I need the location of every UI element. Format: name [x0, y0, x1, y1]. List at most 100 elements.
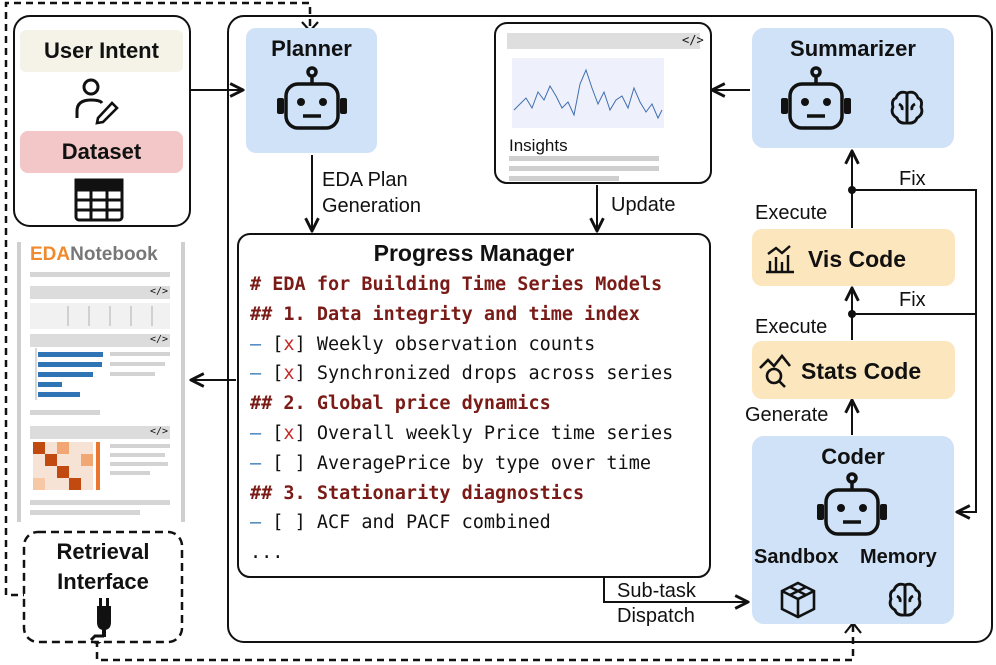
pm-checkbox-close: ]	[294, 422, 317, 444]
pm-checkbox-open: [	[261, 452, 284, 474]
notebook-brand-suffix: Notebook	[70, 244, 158, 265]
notebook-panel	[17, 242, 185, 522]
execute-label-mid: Execute	[755, 316, 828, 338]
pm-checkbox-mark: x	[283, 422, 295, 444]
retrieval-interface-card	[22, 530, 184, 644]
pm-task-dash: –	[250, 422, 262, 444]
memory-label: Memory	[860, 546, 937, 568]
planner-title: Planner	[271, 36, 352, 61]
summarizer-title: Summarizer	[790, 36, 916, 61]
retrieval-line: Interface	[57, 569, 149, 594]
pm-task-text: Overall weekly Price time series	[316, 422, 674, 444]
pm-line: ## 2. Global price dynamics	[250, 389, 705, 419]
pm-checkbox-close: ]	[294, 452, 317, 474]
pm-heading: ## 2. Global price dynamics	[250, 393, 551, 415]
pm-ellipsis: ...	[250, 542, 284, 564]
progress-manager-card	[237, 233, 711, 578]
pm-checkbox-mark	[283, 512, 294, 533]
plug-icon	[89, 598, 111, 642]
arrow-fix-1	[852, 189, 977, 512]
pm-checkbox-open: [	[261, 333, 284, 355]
pm-task-text: ACF and PACF combined	[316, 512, 551, 534]
pm-task-dash: –	[250, 452, 262, 474]
edge-label-line: Generation	[322, 195, 421, 217]
robot-icon	[817, 472, 887, 536]
pm-heading: # EDA for Building Time Series Models	[250, 274, 663, 295]
retrieval-line: Retrieval	[56, 539, 150, 564]
coder-title: Coder	[821, 444, 885, 469]
pm-line: – [x] Overall weekly Price time series	[250, 419, 705, 449]
pm-checkbox-mark	[283, 453, 294, 474]
pm-line: # EDA for Building Time Series Models	[250, 270, 705, 300]
user-intent-label: User Intent	[44, 38, 159, 63]
stats-code-box	[752, 341, 955, 399]
pm-task-dash: –	[250, 363, 262, 385]
brain-icon	[888, 582, 922, 617]
system-container	[227, 15, 993, 643]
pm-line: – [x] Weekly observation counts	[250, 330, 705, 360]
insights-label: Insights	[509, 136, 568, 155]
fix-label-top: Fix	[899, 168, 926, 190]
pm-checkbox-open: [	[261, 512, 284, 534]
progress-manager-title: Progress Manager	[373, 240, 575, 266]
user-edit-icon	[75, 78, 119, 125]
dashed-loop-bottom	[95, 625, 855, 662]
insights-chart	[512, 58, 664, 128]
dispatch-label: Sub-task Dispatch	[617, 579, 696, 629]
pm-line: – [x] Synchronized drops across series	[250, 359, 705, 389]
dashed-loop-top	[4, 1, 312, 597]
pm-line: ## 3. Stationarity diagnostics	[250, 479, 705, 509]
edge-label-line: Dispatch	[617, 605, 695, 627]
pm-line: ## 1. Data integrity and time index	[250, 300, 705, 330]
stats-code-title: Stats Code	[801, 358, 922, 384]
sandbox-label: Sandbox	[754, 546, 839, 568]
chart-bar-icon	[766, 245, 794, 274]
update-label: Update	[611, 194, 676, 216]
brain-icon	[890, 90, 924, 125]
vis-code-box	[752, 229, 955, 286]
plan-generation-label: EDA Plan Generation	[322, 167, 421, 219]
planner-box	[246, 28, 377, 153]
pm-checkbox-open: [	[261, 363, 284, 385]
retrieval-interface-label: Retrieval Interface	[24, 537, 182, 597]
pm-checkbox-close: ]	[294, 512, 317, 534]
cube-icon	[780, 581, 816, 619]
code-icon: </>	[150, 426, 169, 437]
pm-checkbox-close: ]	[294, 333, 317, 355]
table-icon	[74, 178, 124, 222]
pm-checkbox-open: [	[261, 422, 284, 444]
pm-task-dash: –	[250, 512, 262, 534]
code-icon: </>	[682, 33, 704, 47]
fix-label-mid: Fix	[899, 289, 926, 311]
pm-task-text: AveragePrice by type over time	[316, 452, 651, 474]
pm-checkbox-close: ]	[294, 363, 317, 385]
notebook-brand-prefix: EDA	[30, 244, 71, 265]
vis-code-title: Vis Code	[808, 246, 906, 272]
pm-task-dash: –	[250, 333, 262, 355]
edge-label-line: EDA Plan	[322, 169, 408, 191]
dataset-label: Dataset	[61, 139, 142, 164]
code-icon: </>	[150, 286, 169, 297]
pm-checkbox-mark: x	[283, 363, 295, 385]
pm-line: – [ ] ACF and PACF combined	[250, 508, 705, 538]
coder-box	[752, 436, 954, 624]
robot-icon	[277, 66, 347, 130]
pm-heading: ## 3. Stationarity diagnostics	[250, 482, 585, 504]
arrow-dispatch	[603, 578, 748, 602]
pm-task-text: Weekly observation counts	[316, 333, 596, 355]
pm-checkbox-mark: x	[283, 333, 295, 355]
summarizer-box	[752, 28, 954, 148]
generate-label: Generate	[745, 404, 829, 426]
progress-manager-list: # EDA for Building Time Series Models ## …	[250, 270, 705, 568]
robot-icon	[781, 66, 851, 130]
pm-line: ...	[250, 538, 705, 568]
stats-search-icon	[759, 353, 792, 388]
notebook-brand: EDANotebook	[30, 244, 158, 266]
edge-label-line: Sub-task	[617, 580, 696, 602]
pm-heading: ## 1. Data integrity and time index	[250, 303, 640, 325]
heatmap-thumbnail	[33, 442, 100, 490]
execute-label-top: Execute	[755, 202, 828, 224]
code-icon: </>	[150, 334, 169, 345]
